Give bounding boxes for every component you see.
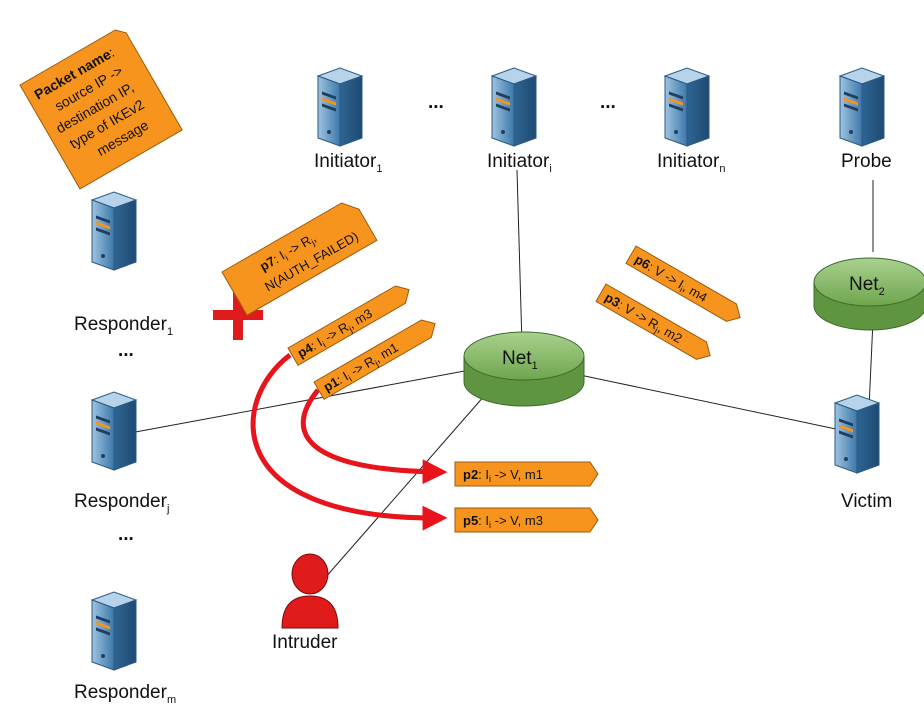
svg-text:p5: Ii -> V, m3: p5: Ii -> V, m3 xyxy=(463,513,543,530)
initiatori-server-icon xyxy=(491,67,537,147)
svg-text:p1: Ii -> Rj, m1: p1: Ii -> Rj, m1 xyxy=(321,340,402,397)
responderm-label: Responderm xyxy=(74,682,176,706)
links xyxy=(129,169,874,579)
packet-p1: p1: Ii -> Rj, m1 xyxy=(313,319,436,401)
ellipsis-initiators-right: ... xyxy=(600,92,616,113)
svg-text:p6: V -> Ii, m4: p6: V -> Ii, m4 xyxy=(631,252,710,307)
initiator1-server-icon xyxy=(317,67,363,147)
intruder-icon xyxy=(281,553,339,629)
initiatori-label: Initiatori xyxy=(487,151,552,175)
redirect-arrows xyxy=(250,353,448,531)
link-initiatori-net1 xyxy=(516,169,523,346)
arrow-p1-to-p2 xyxy=(300,388,448,485)
probe-server-icon xyxy=(839,67,885,147)
responderm-server-icon xyxy=(91,591,137,671)
link-net1-victim xyxy=(579,374,851,433)
ellipsis-initiators-left: ... xyxy=(428,92,444,113)
link-net1-intruder xyxy=(324,394,486,579)
net2-label: Net2 xyxy=(849,274,885,298)
initiatorn-server-icon xyxy=(664,67,710,147)
packet-p4: p4: Ii -> Rj, m3 xyxy=(287,285,410,367)
packet-p2: p2: Ii -> V, m1 xyxy=(454,461,599,487)
initiatorn-label: Initiatorn xyxy=(657,151,725,175)
ellipsis-responders-bottom: ... xyxy=(118,524,134,545)
svg-text:p2: Ii -> V, m1: p2: Ii -> V, m1 xyxy=(463,467,543,484)
victim-label: Victim xyxy=(841,491,892,512)
svg-text:p4: Ii -> Rj, m3: p4: Ii -> Rj, m3 xyxy=(295,306,376,363)
link-responderj-net1 xyxy=(129,369,471,434)
responder1-server-icon xyxy=(91,191,137,271)
probe-label: Probe xyxy=(841,151,892,172)
responderj-server-icon xyxy=(91,391,137,471)
responder1-label: Responder1 xyxy=(74,314,173,338)
victim-server-icon xyxy=(834,394,880,474)
ellipsis-responders-top: ... xyxy=(118,340,134,361)
intruder-label: Intruder xyxy=(272,632,338,653)
svg-text:p3: V -> Rj, m2: p3: V -> Rj, m2 xyxy=(601,290,685,348)
initiator1-label: Initiator1 xyxy=(314,151,382,175)
responderj-label: Responderj xyxy=(74,491,169,515)
net2-node: Net2 xyxy=(813,257,924,331)
net1-node: Net1 xyxy=(463,331,585,407)
packet-legend-note: Packet name: source IP -> destination IP… xyxy=(19,29,183,190)
arrow-p4-to-p5 xyxy=(250,353,448,531)
net1-label: Net1 xyxy=(502,348,538,372)
failed-cross-icon xyxy=(213,290,263,340)
packet-p7: p7: Ii -> Rj, N(AUTH_FAILED) xyxy=(221,202,378,316)
packet-p6: p6: V -> Ii, m4 xyxy=(625,245,741,322)
packet-p5: p5: Ii -> V, m3 xyxy=(454,507,599,533)
